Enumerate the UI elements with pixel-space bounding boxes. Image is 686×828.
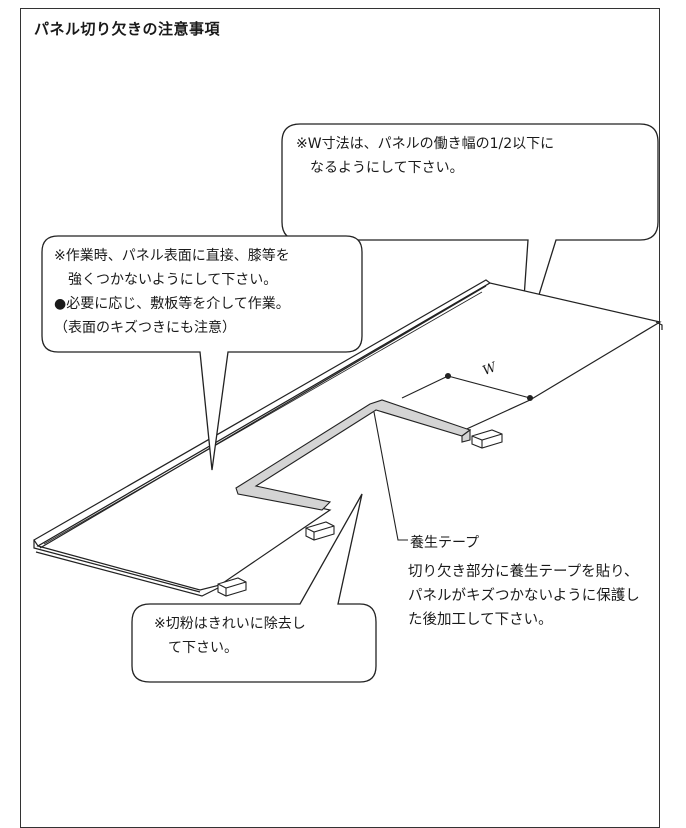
callout-cuttings-text: ※切粉はきれいに除去し て下さい。 — [154, 616, 306, 656]
tape-leader — [373, 411, 408, 541]
callout-w-dimension-text: ※W寸法は、パネルの働き幅の1/2以下に なるようにして下さい。 — [296, 136, 555, 176]
page-title: パネル切り欠きの注意事項 — [34, 20, 221, 38]
callout-surface-text: ※作業時、パネル表面に直接、膝等を 強くつかないようにして下さい。 ●必要に応じ… — [54, 248, 290, 336]
protective-tape — [235, 399, 472, 511]
panel — [33, 279, 663, 597]
callout-cuttings-bubble — [131, 493, 377, 683]
tape-label: 養生テープ — [410, 535, 480, 551]
w-dimension — [401, 372, 534, 402]
support-blocks — [217, 429, 503, 597]
callout-surface-bubble — [41, 235, 363, 471]
tape-description: 切り欠き部分に養生テープを貼り、パネルがキズつかないように保護した後加工して下さ… — [408, 564, 640, 628]
